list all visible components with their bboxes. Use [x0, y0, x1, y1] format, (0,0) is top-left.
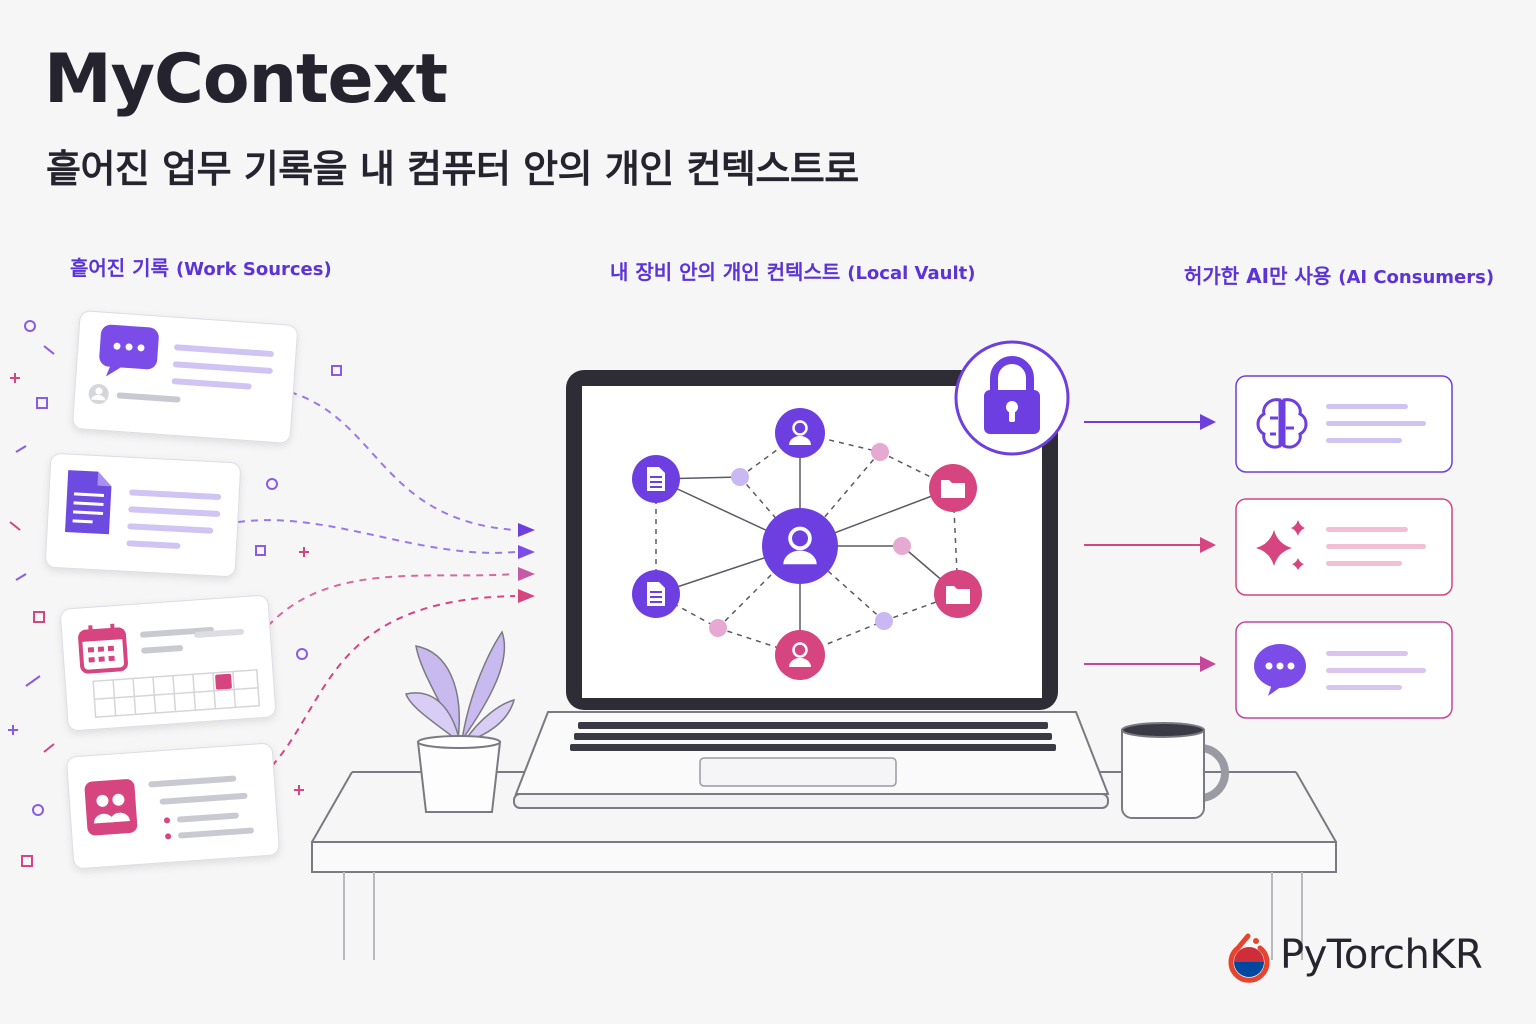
brand: PyTorchKR — [1280, 932, 1483, 978]
chat-bubble-icon — [99, 324, 159, 377]
people-icon — [84, 779, 138, 836]
source-card-document[interactable] — [45, 453, 241, 577]
top-folder-node — [929, 464, 977, 512]
sources-label-en: (Work Sources) — [175, 259, 332, 280]
graph-edge — [883, 593, 959, 622]
document-icon — [65, 470, 112, 535]
sources-column-label: 흩어진 기록 (Work Sources) — [70, 252, 332, 281]
graph-dot — [893, 537, 911, 555]
brain-icon — [1256, 398, 1308, 449]
source-card-people[interactable] — [66, 743, 280, 869]
lock-icon — [984, 356, 1040, 434]
bottom-user-node — [775, 630, 825, 680]
top-document-node — [632, 455, 680, 503]
graph-dot — [871, 443, 889, 461]
calendar-icon — [78, 623, 128, 674]
consumer-card-brain[interactable] — [1235, 375, 1453, 473]
flow-arrowheads — [518, 523, 535, 603]
graph-dot — [731, 468, 749, 486]
brand-name: PyTorchKR — [1280, 932, 1483, 978]
sparkle-icon — [1256, 520, 1305, 570]
source-card-chat[interactable] — [72, 310, 298, 444]
vault-column-label: 내 장비 안의 개인 컨텍스트 (Local Vault) — [610, 256, 975, 285]
pytorchkr-logo-icon — [1228, 933, 1270, 983]
consumers-label-ko: 허가한 AI만 사용 — [1184, 264, 1332, 288]
vault-label-ko: 내 장비 안의 개인 컨텍스트 — [610, 260, 841, 284]
graph-edge — [952, 487, 959, 595]
consumers-column-label: 허가한 AI만 사용 (AI Consumers) — [1184, 260, 1494, 289]
consumers-label-en: (AI Consumers) — [1338, 267, 1495, 288]
potted-plant — [405, 630, 516, 813]
sources-label-ko: 흩어진 기록 — [70, 256, 169, 280]
page-subtitle: 흩어진 업무 기록을 내 컴퓨터 안의 개인 컨텍스트로 — [46, 147, 859, 191]
vault-label-en: (Local Vault) — [847, 263, 976, 284]
coffee-mug — [1121, 722, 1229, 819]
page-title: MyContext — [44, 40, 448, 119]
consumer-card-sparkle[interactable] — [1235, 498, 1453, 596]
bottom-folder-node — [934, 570, 982, 618]
graph-dot — [875, 612, 893, 630]
trackpad — [699, 757, 897, 787]
bottom-document-node — [632, 570, 680, 618]
keyboard — [570, 722, 1056, 751]
consumer-arrows — [1084, 414, 1216, 672]
source-card-calendar[interactable] — [60, 595, 276, 731]
graph-dot — [709, 619, 727, 637]
center-user-node — [762, 508, 838, 584]
lock-badge — [954, 340, 1070, 456]
source-flow-lines — [237, 391, 516, 767]
chat-bubble-icon — [1254, 644, 1306, 696]
graph-edge — [879, 451, 954, 489]
consumer-card-chat[interactable] — [1235, 621, 1453, 719]
top-user-node — [775, 408, 825, 458]
confetti-decoration — [8, 320, 342, 867]
vault-network-graph — [632, 408, 982, 680]
